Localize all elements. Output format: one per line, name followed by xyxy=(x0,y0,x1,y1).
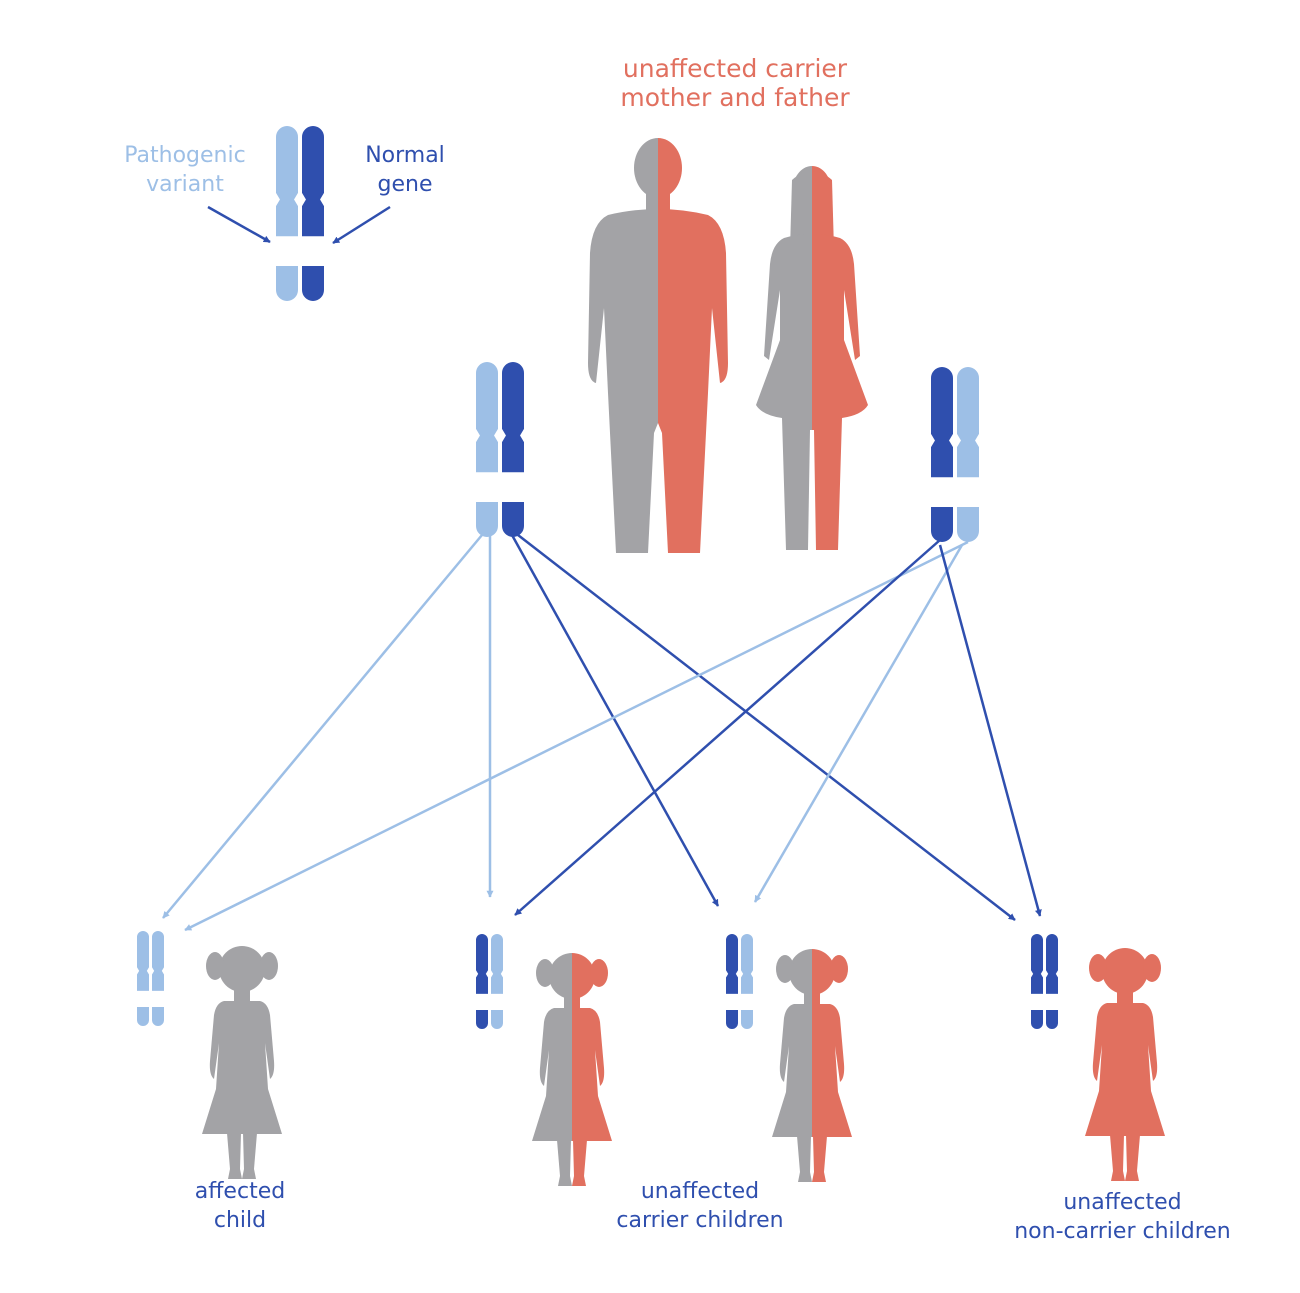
noncarrier-children-label: unaffected non-carrier children xyxy=(1014,1190,1231,1244)
mother-chromosome-pair-icon xyxy=(930,367,980,542)
normal-chromatid-icon xyxy=(726,934,738,1029)
gene-band xyxy=(301,236,325,266)
pathogenic-chromatid-icon xyxy=(137,931,149,1026)
legend-arrow-icon xyxy=(207,205,271,244)
chromosome-pair-icon xyxy=(725,934,754,1029)
father-chromosome-pair-icon xyxy=(475,362,525,537)
chromosome-pair-icon xyxy=(136,931,165,1026)
affected-child-label: affected child xyxy=(194,1179,286,1233)
children-chromosomes xyxy=(136,931,1059,1029)
arrow-icon xyxy=(510,534,720,907)
carrier-children-label: unaffected carrier children xyxy=(616,1179,784,1233)
chromosome-pair-icon xyxy=(930,367,980,542)
normal-chromatid-icon xyxy=(502,362,524,537)
pathogenic-chromatid-icon xyxy=(957,367,979,542)
gene-band xyxy=(490,993,504,1010)
arrow-icon xyxy=(184,540,969,932)
pathogenic-chromatid-icon xyxy=(276,126,298,301)
pathogenic-chromatid-icon xyxy=(491,934,503,1029)
normal-chromatid-icon xyxy=(1046,934,1058,1029)
gene-band xyxy=(475,472,499,502)
gene-band xyxy=(930,477,954,507)
normal-chromatid-icon xyxy=(302,126,324,301)
gene-band xyxy=(275,236,299,266)
normal-chromatid-icon xyxy=(1031,934,1043,1029)
gene-band xyxy=(1045,993,1059,1010)
arrow-icon xyxy=(753,544,964,903)
legend-pathogenic-label: Pathogenic variant xyxy=(124,143,246,197)
gene-band xyxy=(151,990,165,1007)
arrow-icon xyxy=(938,544,1042,917)
child-silhouette-carrier xyxy=(532,953,612,1186)
parents-title-line2: mother and father xyxy=(620,83,850,112)
gene-band xyxy=(475,993,489,1010)
gene-band xyxy=(956,477,980,507)
arrow-icon xyxy=(514,539,941,916)
gene-band xyxy=(501,472,525,502)
father-silhouette-icon xyxy=(588,138,728,553)
legend-arrow-icon xyxy=(332,205,391,245)
pathogenic-chromatid-icon xyxy=(476,362,498,537)
inheritance-arrows xyxy=(162,534,1042,932)
arrow-icon xyxy=(162,534,483,919)
parents-title: unaffected carrier mother and father xyxy=(580,54,890,112)
pathogenic-chromatid-icon xyxy=(152,931,164,1026)
child-silhouette-carrier xyxy=(772,949,852,1182)
gene-band xyxy=(136,990,150,1007)
chromosome-pair-icon xyxy=(1030,934,1059,1029)
parents-title-line1: unaffected carrier xyxy=(622,54,848,83)
legend-chromosome-pair-icon xyxy=(275,126,325,301)
chromosome-pair-icon xyxy=(475,934,504,1029)
child-silhouette-noncarrier xyxy=(1085,948,1165,1181)
chromosome-pair-icon xyxy=(475,362,525,537)
gene-band xyxy=(740,993,754,1010)
mother-silhouette-icon xyxy=(756,166,868,550)
arrow-icon xyxy=(517,534,1016,921)
pathogenic-chromatid-icon xyxy=(741,934,753,1029)
child-silhouette-affected xyxy=(202,946,282,1179)
gene-band xyxy=(1030,993,1044,1010)
chromosome-pair-icon xyxy=(275,126,325,301)
legend-normal-label: Normal gene xyxy=(365,143,445,197)
normal-chromatid-icon xyxy=(931,367,953,542)
normal-chromatid-icon xyxy=(476,934,488,1029)
gene-band xyxy=(725,993,739,1010)
